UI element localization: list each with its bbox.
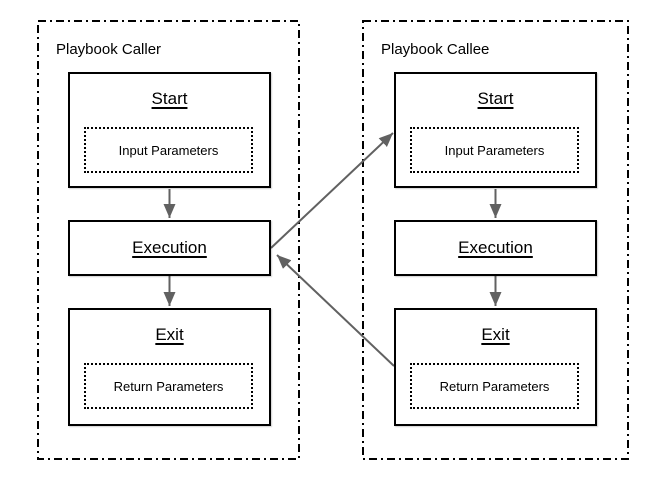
- callee-group-border: [362, 20, 629, 460]
- callee-input-parameters-label: Input Parameters: [444, 142, 545, 158]
- caller-exit-label-text: Exit: [155, 325, 184, 344]
- callee-input-parameters-box: Input Parameters: [410, 127, 579, 173]
- callee-start-label-text: Start: [477, 89, 514, 108]
- callee-start-node: Start Input Parameters: [394, 72, 597, 188]
- caller-input-parameters-label: Input Parameters: [118, 142, 219, 158]
- caller-start-label-text: Start: [151, 89, 188, 108]
- caller-execution-label: Execution: [132, 238, 207, 257]
- caller-input-parameters-box: Input Parameters: [84, 127, 253, 173]
- callee-return-parameters-box: Return Parameters: [410, 363, 579, 409]
- arrow-call-caller-execution-to-callee-start: [270, 132, 394, 249]
- callee-exit-node: Exit Return Parameters: [394, 308, 597, 426]
- callee-return-parameters-label: Return Parameters: [439, 378, 550, 394]
- caller-exit-node: Exit Return Parameters: [68, 308, 271, 426]
- caller-exit-label: Exit: [70, 324, 269, 346]
- callee-execution-label: Execution: [458, 238, 533, 257]
- caller-start-node: Start Input Parameters: [68, 72, 271, 188]
- caller-execution-node: Execution: [68, 220, 271, 276]
- callee-execution-node: Execution: [394, 220, 597, 276]
- caller-return-parameters-box: Return Parameters: [84, 363, 253, 409]
- caller-return-parameters-label: Return Parameters: [113, 378, 224, 394]
- caller-start-label: Start: [70, 88, 269, 110]
- caller-group-title: Playbook Caller: [56, 41, 162, 58]
- callee-exit-label-text: Exit: [481, 325, 510, 344]
- callee-exit-label: Exit: [396, 324, 595, 346]
- callee-start-label: Start: [396, 88, 595, 110]
- callee-group-title: Playbook Callee: [381, 41, 490, 58]
- caller-group-border: [37, 20, 300, 460]
- arrow-return-callee-exit-to-caller-execution: [276, 254, 395, 367]
